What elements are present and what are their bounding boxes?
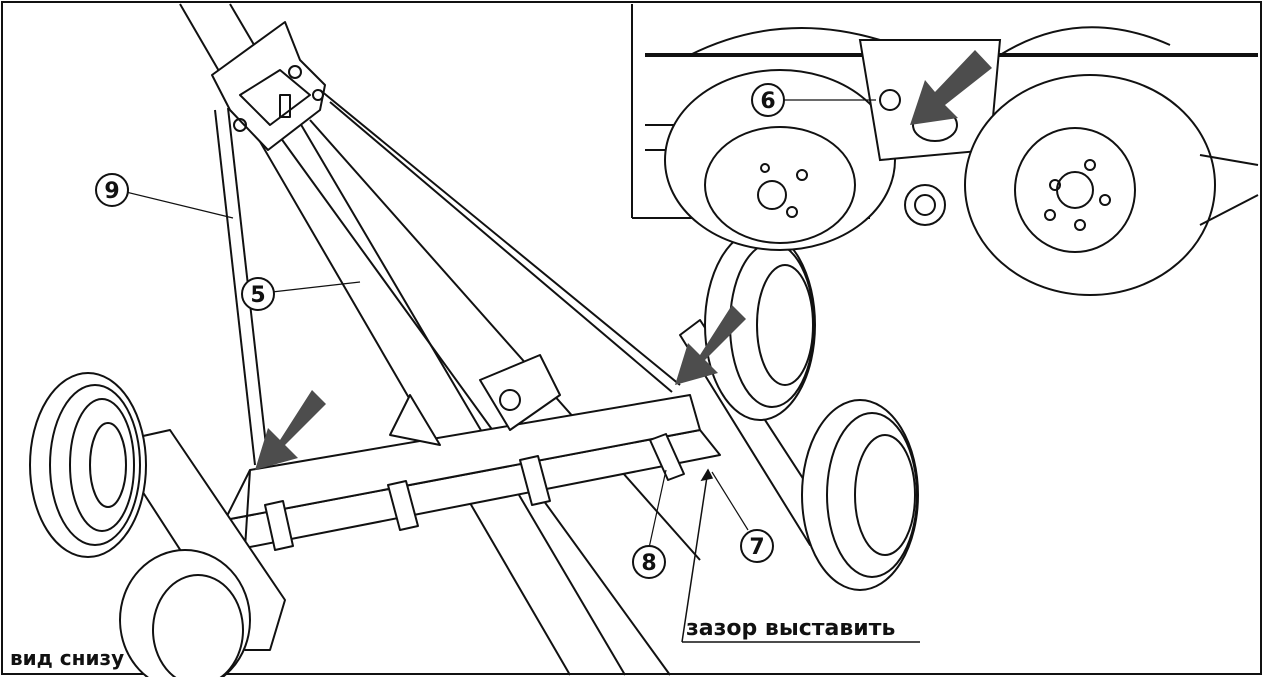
arrow-inset-pointer bbox=[910, 50, 992, 125]
inset-view bbox=[631, 4, 1259, 296]
u-clamps bbox=[264, 433, 685, 551]
callout-5: 5 bbox=[241, 277, 361, 311]
callout-6: 6 bbox=[751, 83, 876, 117]
cross-beam bbox=[224, 394, 721, 549]
callout-9: 9 bbox=[95, 173, 234, 219]
arrow-left-pointer bbox=[255, 390, 326, 470]
callout-7: 7 bbox=[711, 471, 774, 563]
callout-8: 8 bbox=[632, 469, 667, 579]
callout-6-label: 6 bbox=[760, 89, 775, 114]
callout-5-label: 5 bbox=[250, 283, 265, 308]
callout-8-label: 8 bbox=[641, 551, 656, 576]
arrow-right-pointer bbox=[675, 305, 746, 385]
gap-leader bbox=[681, 468, 920, 643]
strut-right bbox=[319, 89, 681, 393]
callout-7-label: 7 bbox=[749, 535, 764, 560]
left-wheel-front bbox=[29, 372, 147, 558]
center-bracket bbox=[389, 354, 561, 446]
main-arrows bbox=[255, 305, 746, 470]
right-wheel-lower bbox=[801, 399, 919, 591]
main-view bbox=[29, 3, 919, 677]
callout-9-label: 9 bbox=[104, 179, 119, 204]
left-wheel-rear bbox=[119, 549, 251, 677]
gap-caption: зазор выставить bbox=[686, 616, 896, 641]
view-caption: вид снизу bbox=[10, 646, 125, 670]
hitch-plate bbox=[211, 21, 326, 151]
